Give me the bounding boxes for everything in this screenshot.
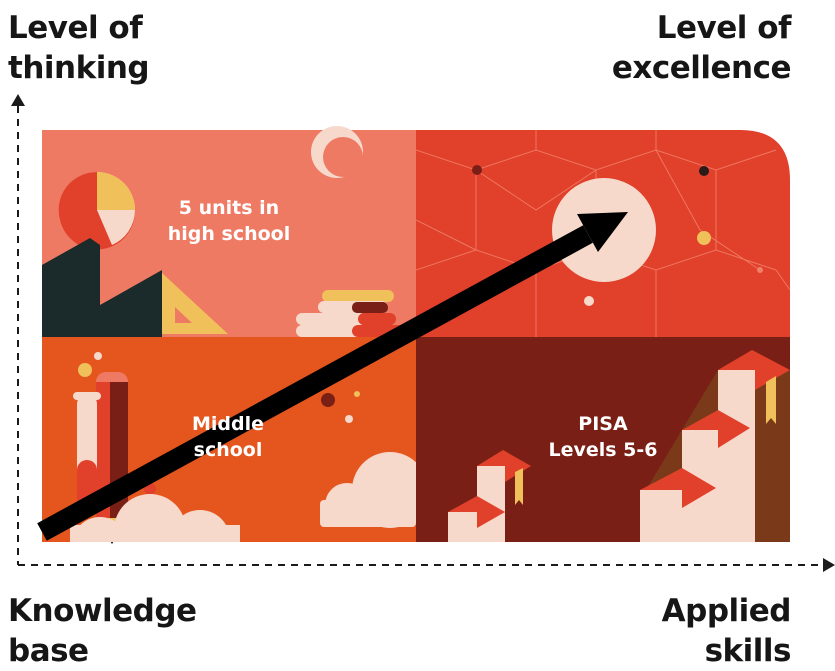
high-school-label-line2: high school <box>168 223 291 245</box>
level-of-thinking-label: Level of thinking <box>8 8 150 88</box>
corner-label-line: excellence <box>611 50 792 86</box>
corner-label-line: Knowledge <box>8 593 197 629</box>
middle-school-label-line1: Middle <box>192 413 264 435</box>
pisa-label-line2: Levels 5-6 <box>548 439 657 461</box>
bubble-dot <box>345 415 353 423</box>
book-stack-icon <box>296 290 408 337</box>
crescent-icon <box>311 126 363 178</box>
network-node <box>757 267 763 273</box>
set-square-icon <box>162 273 228 334</box>
network-node <box>699 166 709 176</box>
pie-chart-icon <box>58 171 136 250</box>
level-of-excellence-label: Level of excellence <box>611 8 792 88</box>
middle-school-label-line2: school <box>194 439 263 461</box>
corner-label-line: base <box>8 633 89 669</box>
bubble-dot <box>321 393 335 407</box>
large-staircase-icon <box>640 350 790 542</box>
network-node <box>472 165 482 175</box>
bubble-dot <box>78 363 92 377</box>
high-school-label-line1: 5 units in <box>179 197 279 219</box>
corner-label-line: thinking <box>8 50 150 86</box>
applied-skills-label: Applied skills <box>661 591 792 671</box>
corner-label-line: Applied <box>661 593 792 629</box>
bubble-dot <box>354 391 360 397</box>
small-staircase-icon <box>448 450 531 542</box>
pisa-label-line1: PISA <box>578 413 628 435</box>
network-node <box>697 231 711 245</box>
cloud-shape <box>320 452 416 528</box>
cloud-shape <box>70 494 240 542</box>
network-node <box>584 296 594 306</box>
corner-label-line: skills <box>704 633 792 669</box>
corner-label-line: Level of <box>8 10 143 46</box>
bubble-dot <box>94 352 102 360</box>
growth-arrow <box>37 212 628 541</box>
horizontal-axis <box>18 558 835 572</box>
mountain-shape <box>42 238 162 337</box>
corner-label-line: Level of <box>656 10 792 46</box>
knowledge-base-label: Knowledge base <box>8 591 197 671</box>
vertical-axis <box>11 94 25 565</box>
